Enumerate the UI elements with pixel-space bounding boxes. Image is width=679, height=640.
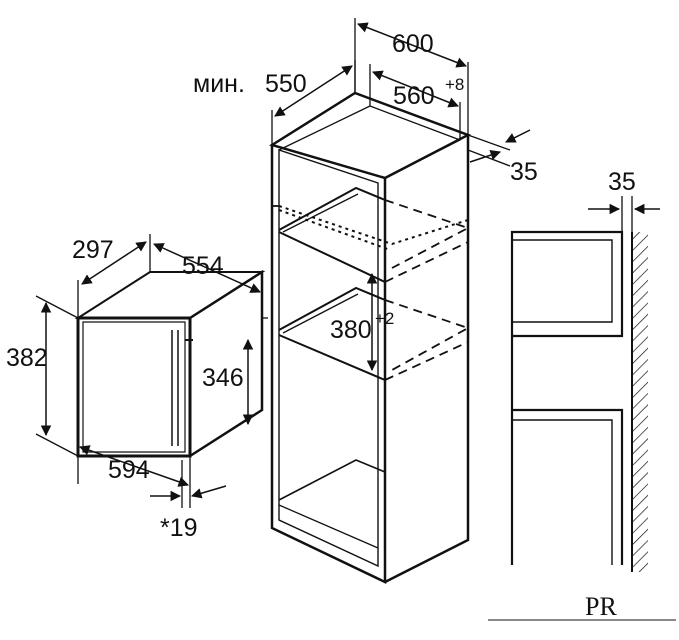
label-35-panel: 35 [510,158,538,186]
label-382: 382 [6,344,48,372]
microwave-dimensions [35,234,268,508]
label-19: *19 [160,514,198,542]
label-560: 560 [393,82,435,110]
label-346: 346 [202,364,244,392]
pr-logo: PR [488,592,676,621]
label-560-tolerance: +8 [445,75,464,94]
cabinet-dimensions [271,18,531,372]
pr-logo-text: PR [585,592,617,621]
label-35-side: 35 [608,168,636,196]
label-380: 380 [330,316,372,344]
side-section-view [510,196,660,572]
label-297: 297 [72,236,114,264]
label-600: 600 [392,30,434,58]
label-380-tolerance: +2 [375,309,394,328]
label-550: 550 [265,70,307,98]
label-594: 594 [108,456,150,484]
label-min: мин. [193,70,245,98]
label-554: 554 [182,252,224,280]
